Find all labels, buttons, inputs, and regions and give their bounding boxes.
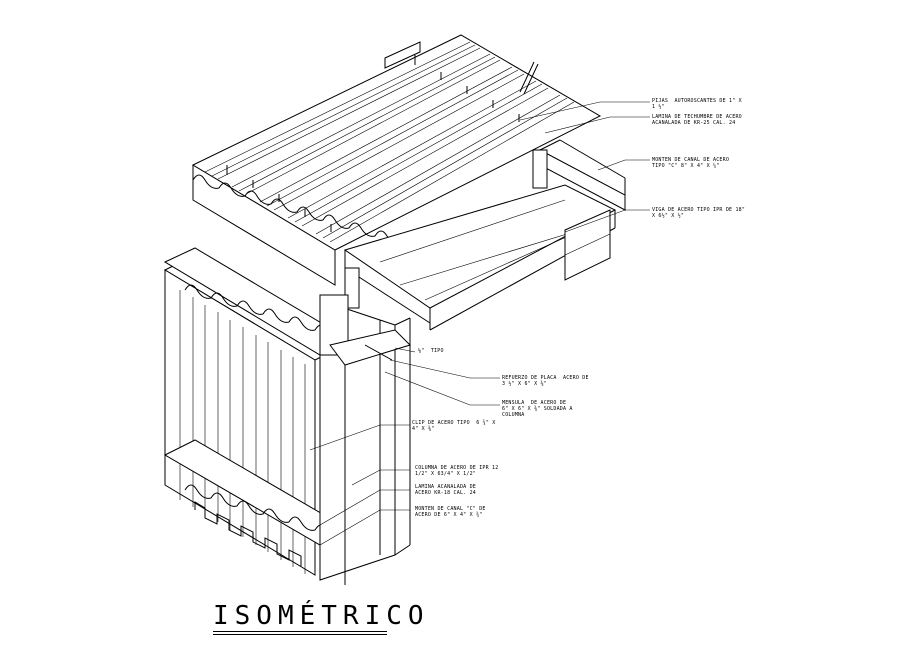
roof-purlin (532, 139, 626, 211)
column (319, 294, 411, 585)
label-monten-canal-techo: MONTEN DE CANAL DE ACERO TIPO "C" 8" X 4… (652, 157, 730, 169)
leader-lines (309, 101, 650, 546)
label-viga-ipr: VIGA DE ACERO TIPO IPR DE 18" X 6½" X ½" (652, 207, 746, 219)
label-clip: CLIP DE ACERO TIPO 6 ¾" X 4" X ⅜" (412, 420, 496, 432)
label-refuerzo-placa: REFUERZO DE PLACA ACERO DE 3 ½" X 6" X ⅜… (502, 375, 589, 387)
drawing-title: ISOMÉTRICO (213, 601, 430, 631)
wall-panel (163, 247, 380, 576)
label-pijas: PIJAS AUTOROSCANTES DE 1" X 1 ½" (652, 98, 742, 110)
label-tipo-weld: ⅛" TIPO (418, 348, 444, 354)
ipr-beam (343, 184, 617, 331)
roof-panel (191, 34, 602, 286)
title-underline (213, 631, 387, 632)
label-lamina-muro: LAMINA ACANALADA DE ACERO KR-18 CAL. 24 (415, 484, 476, 496)
label-lamina-techumbre: LAMINA DE TECHUMBRE DE ACERO ACANALADA D… (652, 114, 742, 126)
label-monten-muro: MONTEN DE CANAL "C" DE ACERO DE 6" X 4" … (415, 506, 486, 518)
label-columna: COLUMNA DE ACERO DE IPR 12 1/2" X 63/4" … (415, 465, 499, 477)
label-mensula: MENSULA DE ACERO DE 6" X 6" X ⅜" SOLDADA… (502, 400, 573, 418)
title-underline-2 (213, 634, 387, 635)
